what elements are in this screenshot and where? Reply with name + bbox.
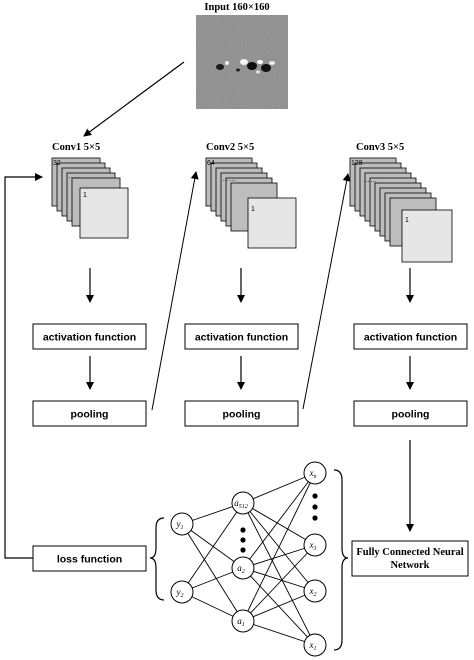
conv2-top-count: 64 bbox=[207, 160, 215, 167]
node-x1-sub: 1 bbox=[314, 646, 317, 652]
node-a512: a512 bbox=[231, 491, 255, 515]
loss-function-label: loss function bbox=[57, 554, 122, 566]
svg-text:xn: xn bbox=[309, 468, 317, 480]
pooling-box-1: pooling bbox=[32, 400, 147, 427]
pooling1-to-conv2-arrow bbox=[151, 171, 199, 411]
node-xn-sub: n bbox=[314, 474, 317, 480]
conv3-title: Conv3 5×5 bbox=[356, 142, 404, 153]
hidden-ellipsis-dots bbox=[240, 527, 246, 553]
node-a1-base: a bbox=[237, 616, 242, 626]
input-title: Input 160×160 bbox=[204, 2, 269, 13]
pooling2-to-conv3-arrow bbox=[302, 173, 351, 410]
pooling-label-3: pooling bbox=[392, 409, 430, 421]
activation-box-1: activation function bbox=[32, 323, 147, 350]
svg-text:y1: y1 bbox=[176, 519, 184, 531]
fc-label-line1: Fully Connected Neural bbox=[356, 547, 463, 558]
conv1-dots: …… bbox=[66, 173, 80, 180]
left-brace bbox=[149, 517, 165, 601]
activation-label-2: activation function bbox=[195, 332, 288, 344]
fc-label-line2: Network bbox=[390, 560, 429, 571]
node-x2-base: x bbox=[309, 586, 314, 596]
svg-text:x2: x2 bbox=[309, 586, 317, 598]
conv3-top-count: 128 bbox=[351, 160, 363, 167]
loss-feedback-arrow bbox=[4, 173, 43, 559]
node-x2: x2 bbox=[303, 579, 327, 603]
pooling-box-2: pooling bbox=[184, 400, 299, 427]
node-a512-base: a bbox=[234, 498, 239, 508]
node-x3-sub: 3 bbox=[313, 546, 317, 552]
node-y2-sub: 2 bbox=[181, 593, 184, 599]
svg-text:a1: a1 bbox=[237, 616, 245, 628]
conv2-title: Conv2 5×5 bbox=[206, 142, 254, 153]
node-x3-base: x bbox=[309, 540, 314, 550]
node-x3: x3 bbox=[303, 533, 327, 557]
svg-text:x1: x1 bbox=[309, 640, 317, 652]
conv2-feature-stack: 64 …… 1 bbox=[205, 157, 297, 249]
conv1-top-count: 32 bbox=[53, 160, 61, 167]
input-to-conv1-arrow bbox=[83, 61, 185, 137]
input-ellipsis-dots bbox=[312, 493, 318, 521]
pooling-box-3: pooling bbox=[353, 400, 468, 427]
node-y2: y2 bbox=[170, 580, 194, 604]
svg-text:a2: a2 bbox=[237, 563, 245, 575]
activation-label-3: activation function bbox=[364, 332, 457, 344]
node-a2-base: a bbox=[237, 563, 242, 573]
right-brace bbox=[333, 469, 349, 651]
node-xn: xn bbox=[303, 461, 327, 485]
conv2-dots: …… bbox=[222, 176, 236, 183]
node-y1-sub: 1 bbox=[181, 525, 184, 531]
node-a1-sub: 1 bbox=[242, 622, 245, 628]
conv2-bottom-index: 1 bbox=[251, 206, 255, 213]
node-x2-sub: 2 bbox=[314, 592, 317, 598]
conv1-bottom-index: 1 bbox=[83, 192, 87, 199]
svg-text:y2: y2 bbox=[176, 587, 184, 599]
svg-text:a512: a512 bbox=[234, 498, 248, 510]
activation-label-1: activation function bbox=[43, 332, 136, 344]
node-a512-sub: 512 bbox=[239, 504, 248, 510]
pooling-label-2: pooling bbox=[223, 409, 261, 421]
node-xn-base: x bbox=[309, 468, 314, 478]
node-a1: a1 bbox=[231, 609, 255, 633]
node-y2-base: y bbox=[176, 587, 181, 597]
conv3-dots: …… bbox=[363, 177, 377, 184]
node-a2: a2 bbox=[231, 556, 255, 580]
activation-box-3: activation function bbox=[353, 323, 468, 350]
conv1-feature-stack: 32 …… 1 bbox=[51, 157, 129, 239]
activation-box-2: activation function bbox=[184, 323, 299, 350]
input-image bbox=[196, 15, 288, 109]
pooling-label-1: pooling bbox=[71, 409, 109, 421]
svg-text:x3: x3 bbox=[309, 540, 317, 552]
node-y1: y1 bbox=[170, 512, 194, 536]
loss-function-box: loss function bbox=[32, 545, 147, 572]
node-y1-base: y bbox=[176, 519, 181, 529]
node-a2-sub: 2 bbox=[242, 569, 245, 575]
fully-connected-box: Fully Connected Neural Network bbox=[351, 540, 469, 577]
conv1-title: Conv1 5×5 bbox=[52, 142, 100, 153]
node-x1-base: x bbox=[309, 640, 314, 650]
conv3-feature-stack: 128 …… 1 bbox=[349, 157, 453, 263]
conv3-bottom-index: 1 bbox=[405, 217, 409, 224]
node-x1: x1 bbox=[303, 633, 327, 657]
